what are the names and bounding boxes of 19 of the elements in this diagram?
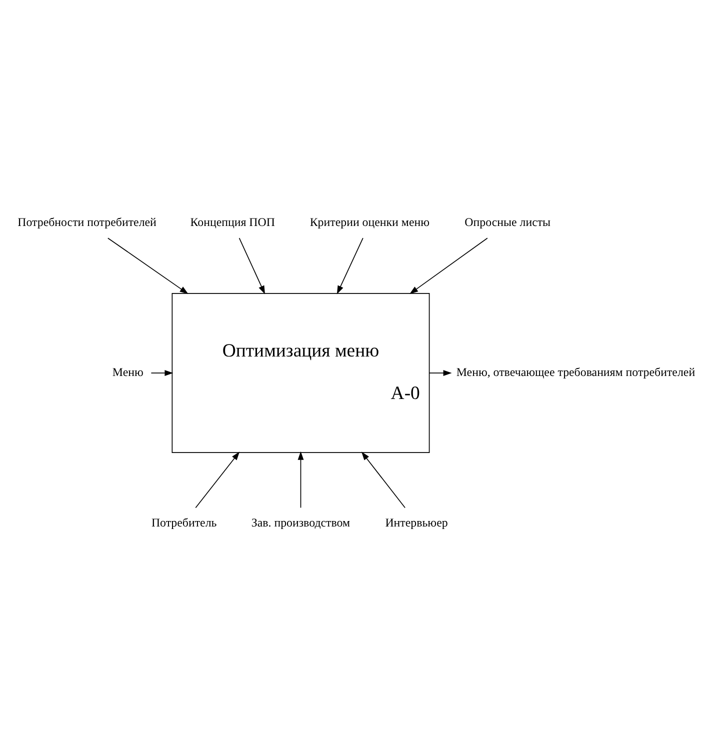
arrow [150,370,174,376]
arrow [298,451,304,508]
node-text: Меню, отвечающее требованиям потребителей [456,365,696,380]
node-text: Интервьюер [385,515,448,530]
arrow [195,452,240,508]
arrow [336,238,364,294]
node-text: Потребности потребителей [18,214,156,229]
node-text: Концепция ПОП [190,214,275,229]
arrow [238,238,266,294]
node-text: Критерии оценки меню [310,214,430,229]
node-text: Зав. производством [251,515,350,530]
arrow [107,238,188,294]
node-box: Оптимизация меню A-0 [172,292,430,454]
node-text: Опросные листы [464,214,551,229]
node-text: Потребитель [151,515,217,530]
node-text: Меню [112,365,144,380]
arrow [361,452,406,508]
arrow [410,238,488,294]
arrow [428,370,452,376]
